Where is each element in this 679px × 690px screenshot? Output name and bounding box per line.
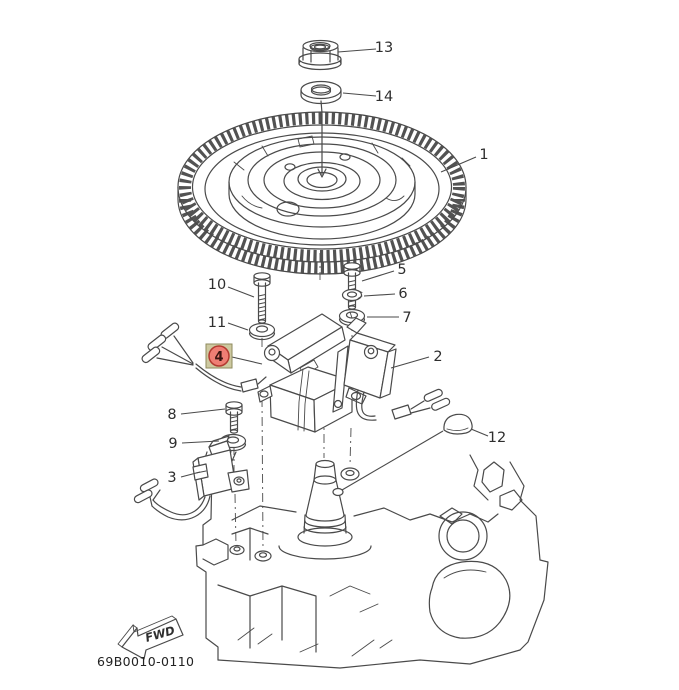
pulser-coil (133, 435, 250, 521)
svg-text:7: 7 (402, 310, 411, 326)
svg-text:3: 3 (167, 470, 176, 486)
svg-text:9: 9 (168, 436, 177, 452)
ignition-coil-2 (332, 311, 451, 421)
grommet-12 (341, 413, 473, 491)
svg-text:6: 6 (398, 286, 407, 302)
callout-12[interactable]: 12 (470, 428, 506, 446)
callout-14[interactable]: 14 (342, 89, 393, 105)
part-code: 69B0010-0110 (97, 654, 194, 669)
callout-4-highlight-circle (208, 345, 230, 367)
flywheel (177, 111, 467, 275)
callout-5[interactable]: 5 (361, 262, 407, 282)
svg-text:1: 1 (479, 147, 488, 163)
engine-block (195, 451, 549, 669)
svg-text:4: 4 (214, 350, 223, 365)
svg-text:10: 10 (208, 277, 226, 293)
washer-14 (300, 80, 342, 105)
crankshaft-taper (278, 459, 372, 560)
callout-2[interactable]: 2 (390, 349, 443, 369)
svg-text:5: 5 (397, 262, 406, 278)
bolt-10 (253, 272, 271, 324)
svg-text:11: 11 (208, 315, 226, 331)
callout-10[interactable]: 10 (208, 277, 255, 298)
callout-6[interactable]: 6 (363, 286, 408, 302)
callout-13[interactable]: 13 (337, 40, 393, 56)
bolt-8 (225, 401, 243, 434)
svg-text:8: 8 (167, 407, 176, 423)
spring-washer-6 (341, 288, 363, 302)
svg-text:2: 2 (433, 349, 442, 365)
callout-1[interactable]: 1 (440, 147, 489, 173)
svg-text:13: 13 (375, 40, 393, 56)
callout-8[interactable]: 8 (167, 407, 226, 423)
fwd-arrow: FWD (117, 615, 184, 660)
callout-7[interactable]: 7 (367, 310, 412, 326)
callout-9[interactable]: 9 (168, 436, 220, 452)
washer-11 (248, 322, 276, 341)
callout-4-highlighted[interactable]: 4 (205, 343, 263, 369)
bolt-5 (343, 262, 361, 310)
flange-nut (298, 39, 342, 71)
callout-11[interactable]: 11 (208, 315, 249, 331)
callout-3[interactable]: 3 (167, 470, 201, 486)
svg-text:14: 14 (375, 89, 393, 105)
svg-text:12: 12 (488, 430, 506, 446)
